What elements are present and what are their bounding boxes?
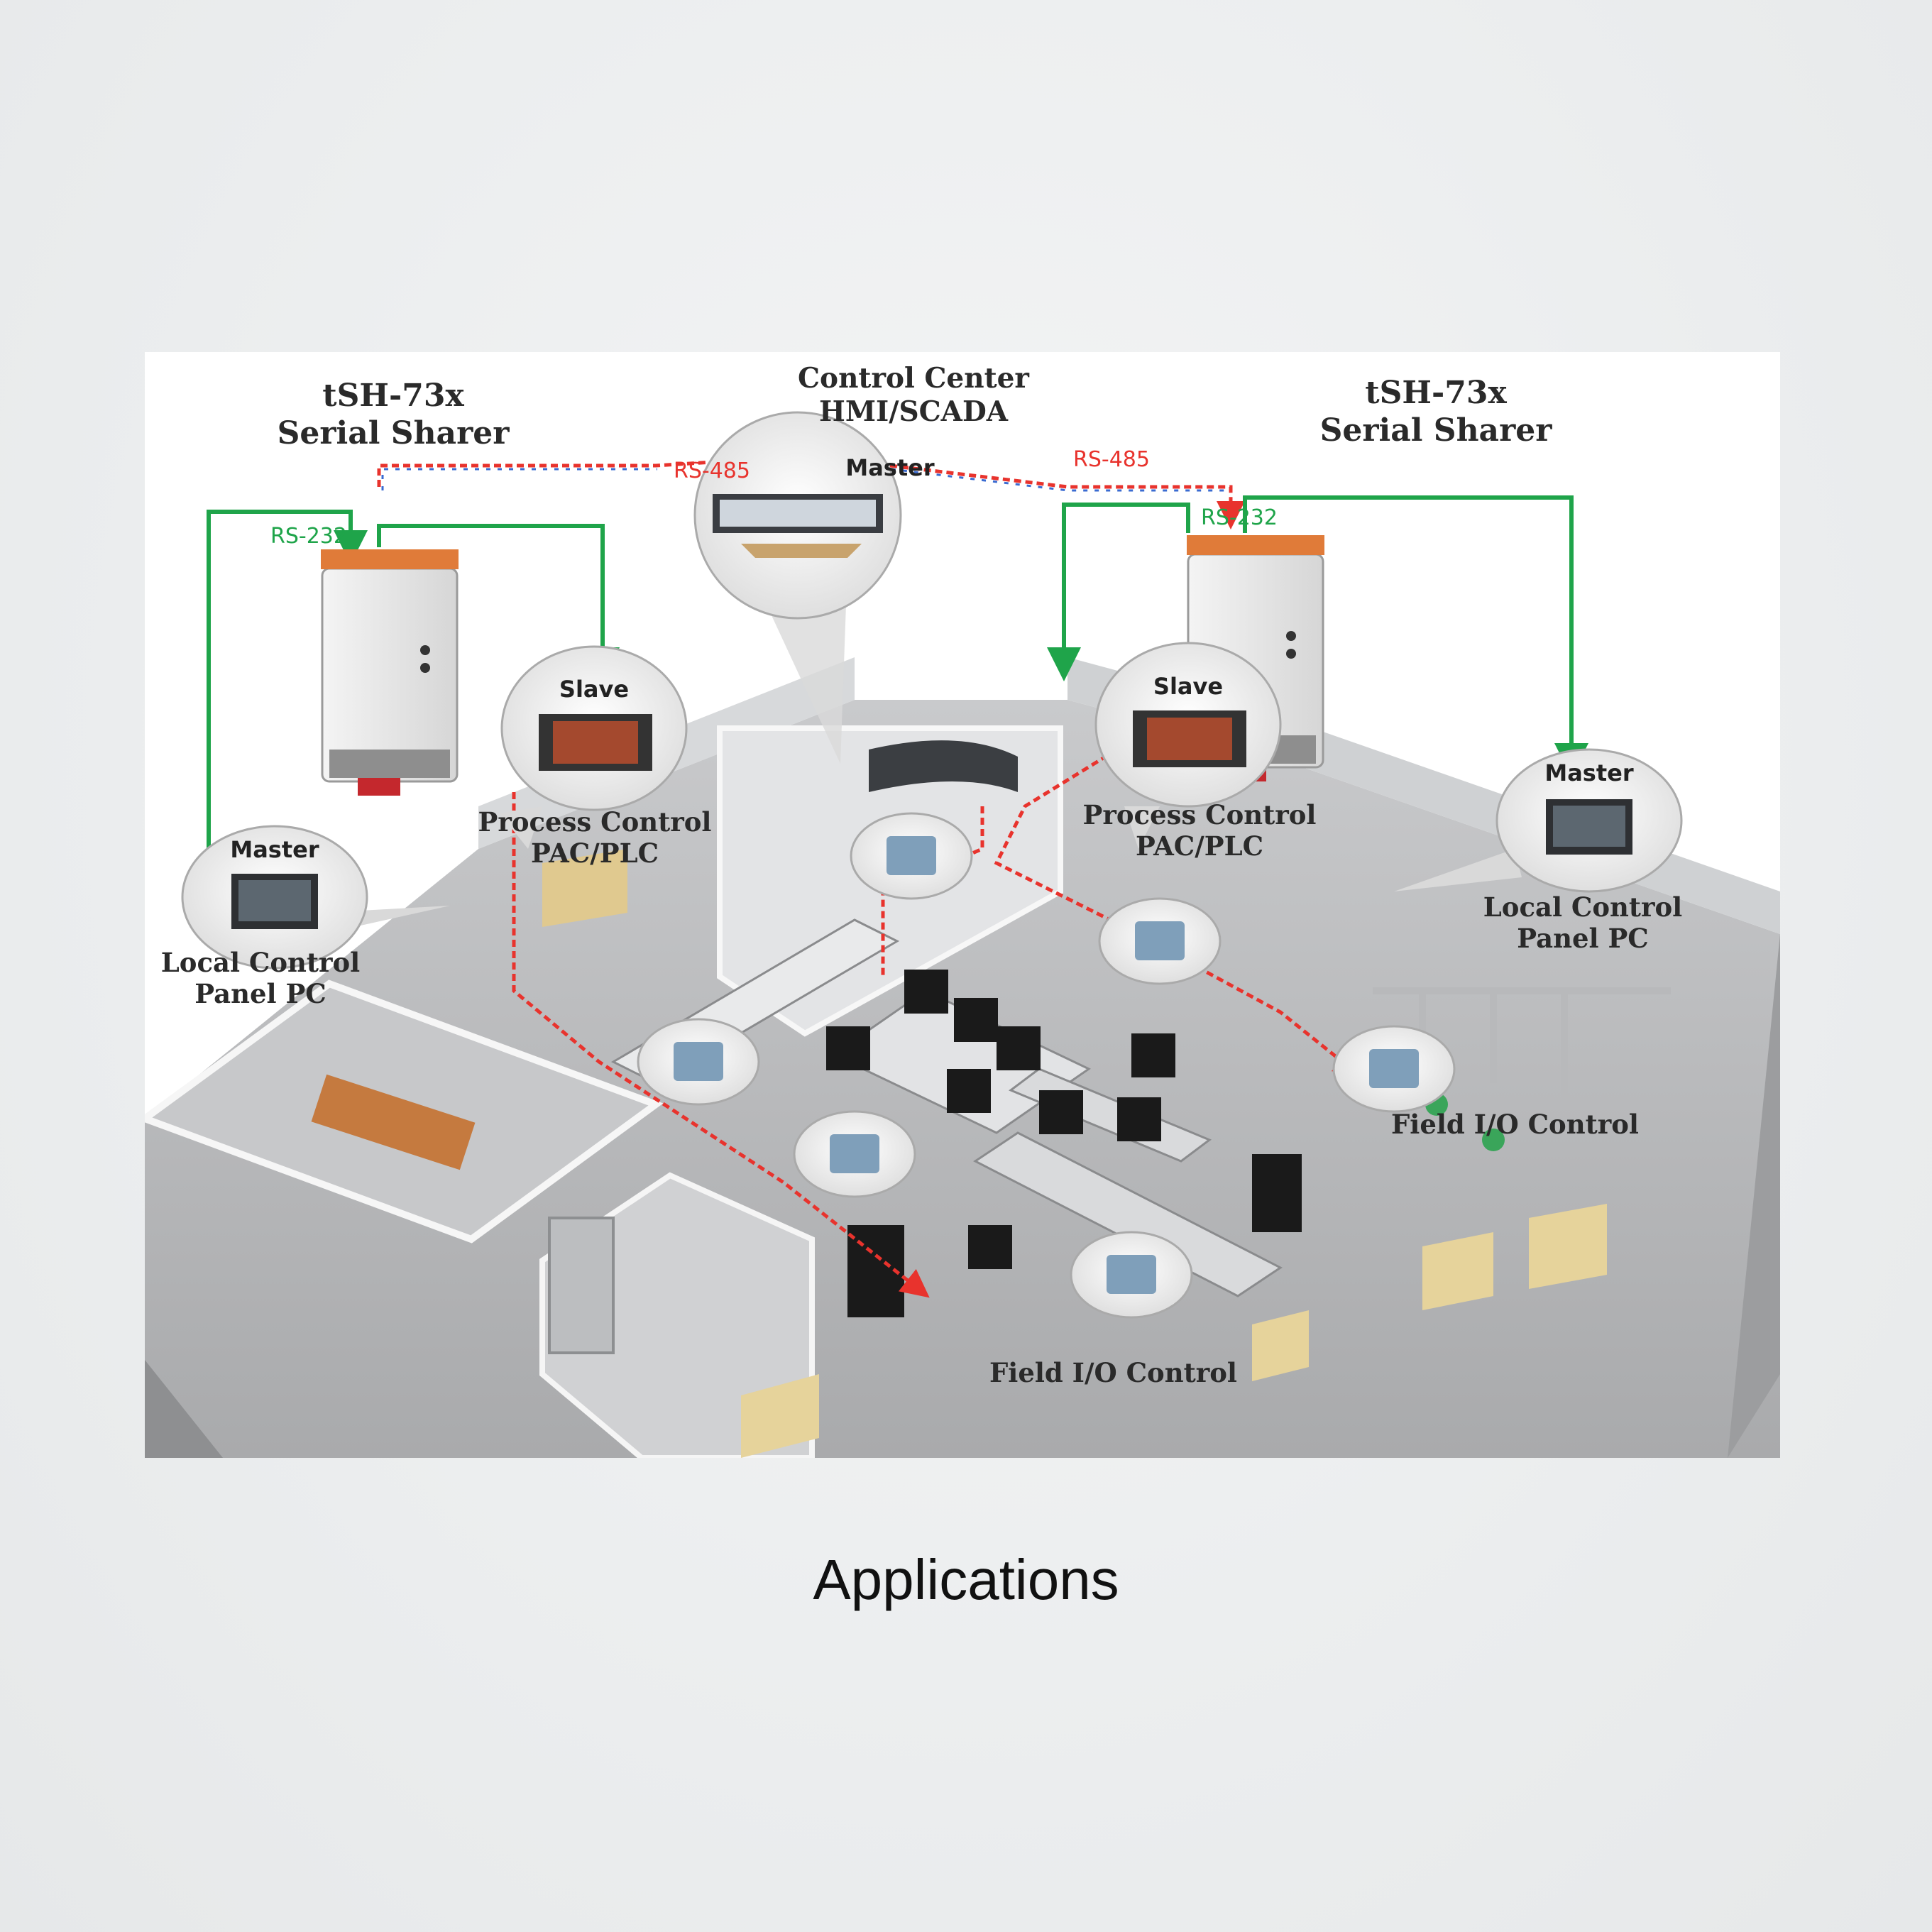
local-control-left-line2: Panel PC [194, 978, 326, 1010]
production-line [542, 849, 1671, 1458]
master-center-label: Master [845, 454, 935, 481]
rs232-left-label: RS-232 [270, 524, 347, 549]
bubble-slave-left [500, 645, 688, 849]
right-sharer-title: tSH-73x [1365, 375, 1507, 411]
process-control-left-line2: PAC/PLC [530, 838, 659, 869]
field-io-bottom-label: Field I/O Control [989, 1357, 1237, 1388]
process-control-right-line1: Process Control [1082, 799, 1317, 830]
rs485-left-label: RS-485 [674, 459, 750, 483]
control-center-subtitle: HMI/SCADA [818, 395, 1009, 428]
local-control-right-line2: Panel PC [1517, 923, 1649, 955]
factory-illustration [145, 411, 1780, 1458]
rs232-links [207, 495, 1588, 881]
serial-sharer-left-device [321, 549, 459, 796]
bubble-master-left [181, 825, 450, 970]
bubble-master-right [1394, 748, 1683, 893]
rs232-right-label: RS-232 [1201, 505, 1278, 530]
rs485-right-label: RS-485 [1073, 447, 1150, 472]
left-sharer-subtitle: Serial Sharer [277, 415, 510, 451]
left-sharer-title: tSH-73x [322, 378, 464, 414]
io-module-bubbles [637, 812, 1456, 1319]
process-control-left-line1: Process Control [478, 806, 712, 838]
slave-left-label: Slave [559, 676, 630, 703]
field-io-right-label: Field I/O Control [1391, 1109, 1639, 1140]
control-center-title: Control Center [798, 362, 1029, 395]
master-left-label: Master [230, 836, 319, 863]
master-right-label: Master [1544, 759, 1634, 786]
local-control-left-line1: Local Control [160, 947, 361, 978]
bubble-master-center [693, 411, 902, 764]
right-sharer-subtitle: Serial Sharer [1319, 412, 1552, 449]
caption: Applications [813, 1548, 1119, 1611]
slave-right-label: Slave [1153, 673, 1224, 700]
local-control-right-line1: Local Control [1483, 891, 1683, 923]
process-control-right-line2: PAC/PLC [1135, 830, 1264, 862]
bubble-slave-right [1094, 642, 1282, 849]
application-diagram: tSH-73x Serial Sharer tSH-73x Serial Sha… [145, 352, 1780, 1458]
